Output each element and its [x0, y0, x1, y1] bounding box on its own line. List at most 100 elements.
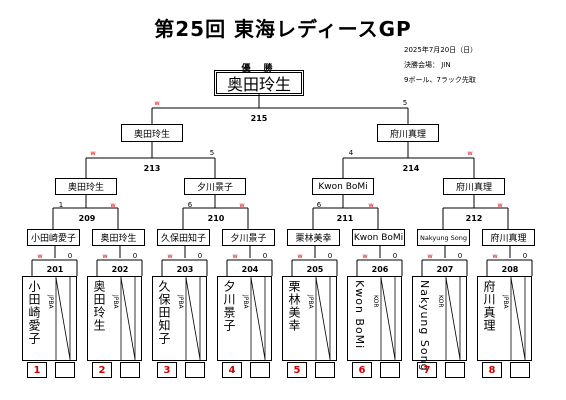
score: 6 [187, 201, 193, 209]
player-country: JPBA [307, 295, 314, 309]
qf-box-3: Kwon BoMi [312, 178, 374, 195]
seed-number: 3 [157, 362, 177, 378]
winner-mark: w [232, 252, 238, 260]
winner-mark: w [467, 149, 473, 157]
player-name: 夕川景子 [222, 280, 236, 332]
score: 6 [316, 201, 322, 209]
divider-line [445, 277, 461, 360]
slash-lines [510, 276, 526, 361]
player-country: JPBA [112, 295, 119, 309]
player-card: 栗林美幸 JPBA [282, 276, 337, 361]
winner-mark: w [239, 201, 245, 209]
score: 0 [457, 252, 463, 260]
winner-mark: w [492, 252, 498, 260]
r2-box-8: 府川真理 [482, 229, 535, 246]
match-number: 203 [176, 265, 194, 274]
winner-mark: w [362, 252, 368, 260]
match-214: 214 [402, 164, 420, 173]
r2-box-1: 小田崎愛子 [27, 229, 80, 246]
divider-line [250, 277, 266, 360]
r2-box-2: 奥田玲生 [92, 229, 145, 246]
blank-cell [120, 362, 140, 378]
divider-line [380, 277, 396, 360]
winner-mark: w [427, 252, 433, 260]
match-213: 213 [143, 164, 161, 173]
seed-number: 8 [482, 362, 502, 378]
player-name: 府川真理 [482, 280, 496, 332]
winner-mark: w [154, 99, 160, 107]
match-212: 212 [465, 214, 483, 223]
player-name: Kwon BoMi [353, 280, 366, 350]
seed-number: 5 [287, 362, 307, 378]
blank-cell [315, 362, 335, 378]
seed-number: 7 [417, 362, 437, 378]
qf-box-2: 夕川景子 [184, 178, 246, 195]
slash-lines [55, 276, 71, 361]
r2-box-6: Kwon BoMi [352, 229, 405, 246]
player-country: KOR [437, 295, 444, 308]
qf-box-4: 府川真理 [443, 178, 505, 195]
blank-cell [380, 362, 400, 378]
blank-cell [185, 362, 205, 378]
winner-mark: w [368, 201, 374, 209]
winner-mark: w [37, 252, 43, 260]
slash-lines [120, 276, 136, 361]
score: 0 [67, 252, 73, 260]
blank-cell [250, 362, 270, 378]
score: 0 [262, 252, 268, 260]
seed-number: 6 [352, 362, 372, 378]
score: 5 [209, 149, 215, 157]
score: 0 [197, 252, 203, 260]
divider-line [510, 277, 526, 360]
player-country: JPBA [502, 295, 509, 309]
match-number: 205 [306, 265, 324, 274]
champion-label: 優 勝 [241, 64, 275, 74]
player-name: Nakyung Song [418, 280, 431, 372]
divider-line [315, 277, 331, 360]
r2-box-3: 久保田知子 [157, 229, 210, 246]
event-date: 2025年7月20日（日） [404, 46, 478, 54]
score: 5 [402, 99, 408, 107]
player-name: 久保田知子 [157, 280, 171, 345]
player-country: JPBA [47, 295, 54, 309]
score: 0 [132, 252, 138, 260]
event-rules: 9ボール、7ラック先取 [404, 76, 476, 84]
seed-number: 4 [222, 362, 242, 378]
winner-mark: w [90, 149, 96, 157]
divider-line [185, 277, 201, 360]
player-name: 小田崎愛子 [27, 280, 41, 345]
seed-number: 1 [27, 362, 47, 378]
match-215: 215 [250, 114, 268, 123]
match-number: 204 [241, 265, 259, 274]
match-number: 202 [111, 265, 129, 274]
slash-lines [380, 276, 396, 361]
player-country: KOR [372, 295, 379, 308]
score: 4 [348, 149, 354, 157]
match-number: 206 [371, 265, 389, 274]
blank-cell [55, 362, 75, 378]
winner-mark: w [497, 201, 503, 209]
match-number: 207 [436, 265, 454, 274]
match-210: 210 [207, 214, 225, 223]
blank-cell [445, 362, 465, 378]
blank-cell [510, 362, 530, 378]
score: 0 [327, 252, 333, 260]
player-card: Nakyung Song KOR [412, 276, 467, 372]
r2-box-5: 栗林美幸 [287, 229, 340, 246]
player-card: 府川真理 JPBA [477, 276, 532, 361]
player-name: 栗林美幸 [287, 280, 301, 332]
score: 1 [58, 201, 64, 209]
seed-number: 2 [92, 362, 112, 378]
divider-line [120, 277, 136, 360]
winner-mark: w [110, 201, 116, 209]
player-card: Kwon BoMi KOR [347, 276, 402, 361]
match-number: 201 [46, 265, 64, 274]
divider-line [55, 277, 71, 360]
winner-mark: w [167, 252, 173, 260]
score: 0 [392, 252, 398, 260]
semi-right: 府川真理 [377, 124, 439, 142]
